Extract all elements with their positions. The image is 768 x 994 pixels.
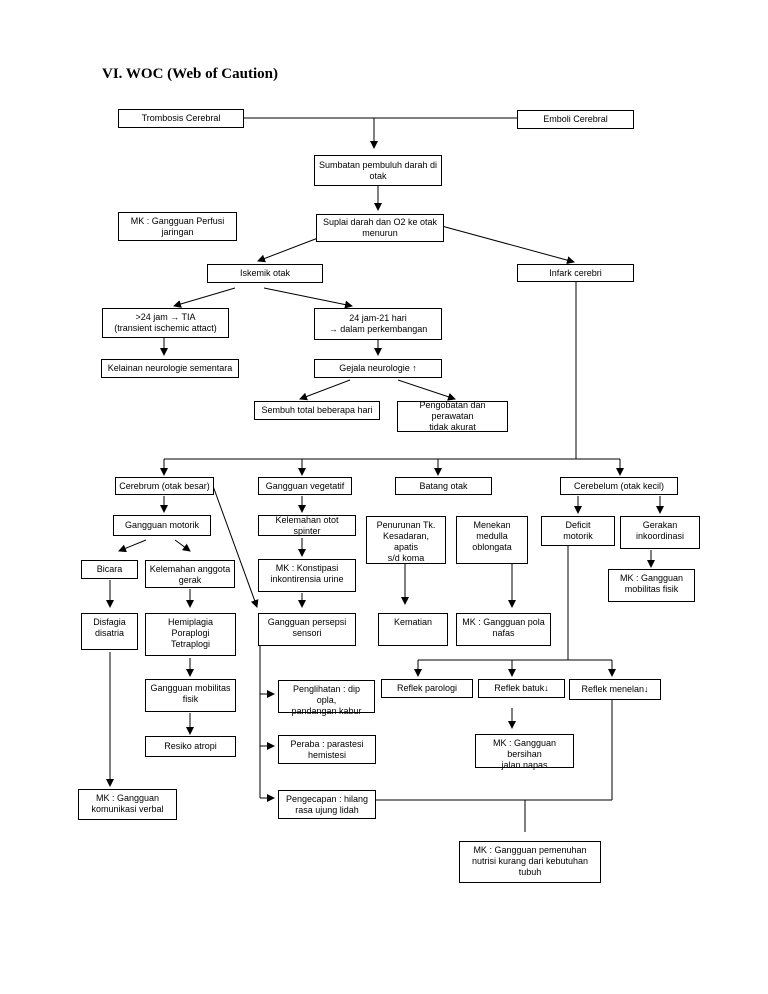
node-kelemahan-anggota: Kelemahan anggota gerak xyxy=(145,560,235,588)
node-infark: Infark cerebri xyxy=(517,264,634,282)
node-gangguan-mobilitas: Gangguan mobilitas fisik xyxy=(145,679,236,712)
node-gangguan-vegetatif: Gangguan vegetatif xyxy=(258,477,352,495)
node-hemiplagia: Hemiplagia Poraplogi Tetraplogi xyxy=(145,613,236,656)
node-kematian: Kematian xyxy=(378,613,448,646)
node-24jam: 24 jam-21 hari → dalam perkembangan xyxy=(314,308,442,340)
node-peraba: Peraba : parastesi hemistesi xyxy=(278,735,376,764)
page-title: VI. WOC (Web of Caution) xyxy=(102,66,278,82)
node-mk-mobilitas-cerebelum: MK : Gangguan mobilitas fisik xyxy=(608,569,695,602)
node-gejala: Gejala neurologie ↑ xyxy=(314,359,442,378)
node-tia: >24 jam → TIA (transient ischemic attact… xyxy=(102,308,229,338)
node-kelainan: Kelainan neurologie sementara xyxy=(101,359,239,378)
node-reflek-batuk: Reflek batuk↓ xyxy=(478,679,565,698)
node-gangguan-persepsi: Gangguan persepsi sensori xyxy=(258,613,356,646)
node-penglihatan: Penglihatan : dip opla, pandangan kabur xyxy=(278,680,375,716)
node-bicara: Bicara xyxy=(81,560,138,579)
node-batang-otak: Batang otak xyxy=(395,477,492,495)
node-sumbatan: Sumbatan pembuluh darah di otak xyxy=(314,155,442,186)
node-disfagia: Disfagia disatria xyxy=(81,613,138,650)
node-pengobatan: Pengobatan dan perawatan tidak akurat xyxy=(397,400,508,432)
node-deficit-motorik: Deficit motorik xyxy=(541,516,615,546)
node-sembuh: Sembuh total beberapa hari xyxy=(254,401,380,420)
node-emboli-cerebral: Emboli Cerebral xyxy=(517,110,634,129)
node-cerebrum: Cerebrum (otak besar) xyxy=(115,477,214,495)
node-reflek-menelan: Reflek menelan↓ xyxy=(569,679,661,700)
node-mk-komunikasi-verbal: MK : Gangguan komunikasi verbal xyxy=(78,789,177,820)
node-mk-pola-nafas: MK : Gangguan pola nafas xyxy=(456,613,551,646)
node-resiko-atropi: Resiko atropi xyxy=(145,736,236,757)
node-iskemik: Iskemik otak xyxy=(207,264,323,283)
node-trombosis-cerebral: Trombosis Cerebral xyxy=(118,109,244,128)
node-reflek-parologi: Reflek parologi xyxy=(381,679,473,698)
node-mk-konstipasi: MK : Konstipasi inkontirensia urine xyxy=(258,559,356,592)
node-menekan-medulla: Menekan medulla oblongata xyxy=(456,516,528,564)
node-penurunan-kesadaran: Penurunan Tk. Kesadaran, apatis s/d koma xyxy=(366,516,446,564)
node-cerebelum: Cerebelum (otak kecil) xyxy=(560,477,678,495)
node-gerakan-inkoordinasi: Gerakan inkoordinasi xyxy=(620,516,700,549)
node-mk-perfusi: MK : Gangguan Perfusi jaringan xyxy=(118,212,237,241)
node-kelemahan-spinter: Kelemahan otot spinter xyxy=(258,515,356,536)
node-suplai: Suplai darah dan O2 ke otak menurun xyxy=(316,214,444,242)
node-gangguan-motorik: Gangguan motorik xyxy=(113,515,211,536)
node-mk-nutrisi: MK : Gangguan pemenuhan nutrisi kurang d… xyxy=(459,841,601,883)
node-pengecapan: Pengecapan : hilang rasa ujung lidah xyxy=(278,790,376,819)
node-mk-bersihan: MK : Gangguan bersihan jalan napas xyxy=(475,734,574,770)
